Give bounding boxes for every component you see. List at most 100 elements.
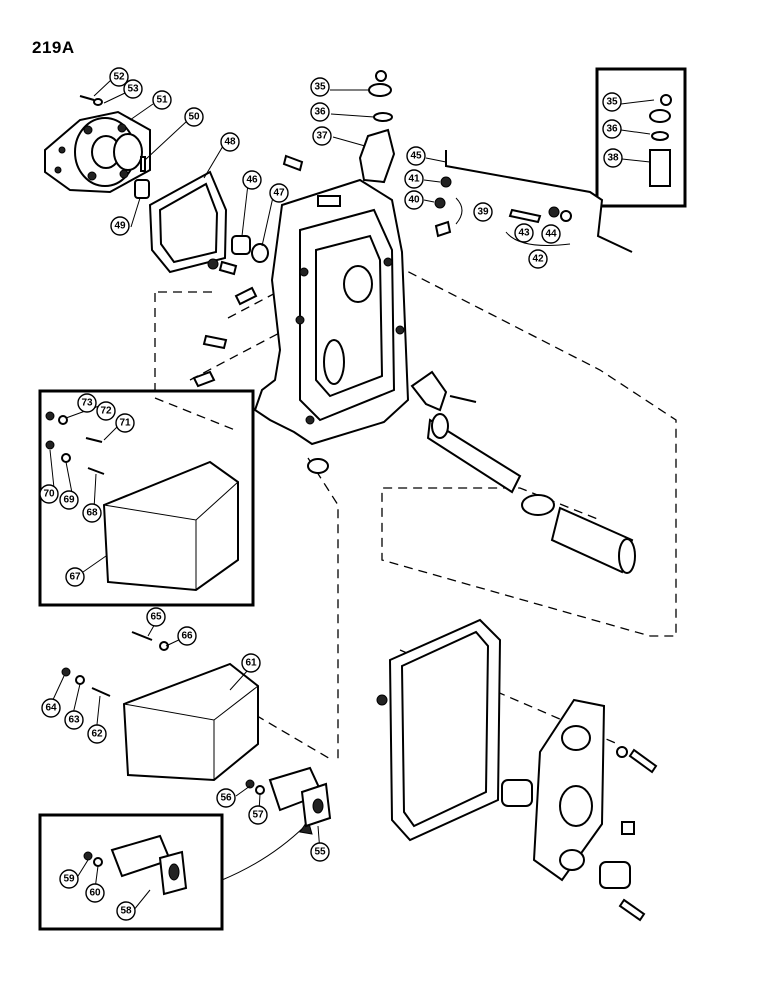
plug-part: [234, 286, 258, 306]
brace-42: [505, 231, 571, 246]
bushing-part: [231, 235, 251, 255]
inset-box-fill-cap: [595, 67, 687, 208]
callout-35-label: 35: [314, 82, 326, 93]
page-title: 219A: [32, 38, 75, 57]
oring-part: [251, 243, 269, 263]
nut-part: [376, 694, 388, 706]
callout-61: 61: [241, 653, 261, 673]
callout-52-label: 52: [113, 72, 125, 83]
callout-50: 50: [184, 107, 204, 127]
callout-43: 43: [514, 223, 534, 243]
callout-58-label: 58: [120, 906, 132, 917]
callout-69-label: 69: [63, 495, 75, 506]
callout-57: 57: [248, 805, 268, 825]
callout-42: 42: [528, 249, 548, 269]
callout-55-label: 55: [314, 847, 326, 858]
callout-38: 38: [603, 148, 623, 168]
callout-68-label: 68: [86, 508, 98, 519]
bolt-part: [282, 154, 304, 172]
nut-part: [245, 779, 255, 789]
callout-72: 72: [96, 401, 116, 421]
callout-40-label: 40: [408, 195, 420, 206]
cover-gasket-part: [388, 618, 502, 842]
bolt-part: [131, 631, 153, 641]
callout-59-label: 59: [63, 874, 75, 885]
bolt-part: [449, 395, 477, 403]
callout-53: 53: [123, 79, 143, 99]
bolt-part: [628, 748, 658, 774]
callout-63: 63: [64, 710, 84, 730]
callout-71-label: 71: [119, 418, 131, 429]
inset-leader-58: [221, 825, 306, 881]
callout-44-label: 44: [545, 229, 557, 240]
callout-37: 37: [312, 126, 332, 146]
callout-51-label: 51: [156, 95, 168, 106]
callout-59: 59: [59, 869, 79, 889]
callout-62: 62: [87, 724, 107, 744]
callout-35-inset-label: 35: [606, 97, 618, 108]
plug-cap-part: [307, 458, 329, 474]
callout-56: 56: [216, 788, 236, 808]
washer-part: [93, 857, 103, 867]
callout-52: 52: [109, 67, 129, 87]
pin-part: [140, 156, 146, 172]
nut-part: [207, 258, 219, 270]
callout-36-label: 36: [314, 107, 326, 118]
callout-57-label: 57: [252, 810, 264, 821]
callout-70-label: 70: [43, 489, 55, 500]
plug-part: [621, 821, 635, 835]
callout-40: 40: [404, 190, 424, 210]
pump-gasket-part: [148, 170, 228, 274]
callout-45-label: 45: [410, 151, 422, 162]
callout-41: 41: [404, 169, 424, 189]
end-cover-part: [532, 698, 606, 882]
callout-39-label: 39: [477, 207, 489, 218]
stud-part: [85, 437, 103, 443]
callout-73: 73: [77, 393, 97, 413]
callout-35: 35: [310, 77, 330, 97]
callout-36-inset-label: 36: [606, 124, 618, 135]
tube-part: [445, 150, 633, 253]
callout-64: 64: [41, 698, 61, 718]
stud-part: [87, 467, 105, 475]
stud-part: [218, 260, 238, 276]
callout-69: 69: [59, 490, 79, 510]
bolt-part: [618, 898, 646, 922]
nut-part: [45, 411, 55, 421]
bracket-alt-part: [110, 834, 188, 896]
callout-46: 46: [242, 170, 262, 190]
callout-61-label: 61: [245, 658, 257, 669]
clamp-part: [521, 494, 555, 516]
screw-part: [79, 95, 95, 101]
washer-part: [159, 641, 169, 651]
dashed-guide-right-frame: [381, 264, 677, 637]
callout-68: 68: [82, 503, 102, 523]
lever-shaft-part: [410, 370, 522, 494]
callout-44: 44: [541, 224, 561, 244]
callout-47: 47: [269, 183, 289, 203]
washer-part: [75, 675, 85, 685]
fill-cap-part: [358, 70, 396, 184]
callout-47-label: 47: [273, 188, 285, 199]
dashed-guide-plug: [189, 329, 286, 381]
callout-67-label: 67: [69, 572, 81, 583]
callout-38-label: 38: [607, 153, 619, 164]
callout-36-inset: 36: [602, 119, 622, 139]
filter-part: [550, 506, 636, 574]
callout-67: 67: [65, 567, 85, 587]
callout-49-label: 49: [114, 221, 126, 232]
stud-part: [91, 687, 111, 697]
callout-43-label: 43: [518, 228, 530, 239]
coupling-part: [134, 179, 150, 199]
callout-53-label: 53: [127, 84, 139, 95]
callout-62-label: 62: [91, 729, 103, 740]
callout-39: 39: [473, 202, 493, 222]
main-housing-part: [253, 178, 410, 446]
callout-66: 66: [177, 626, 197, 646]
callout-58: 58: [116, 901, 136, 921]
callout-48: 48: [220, 132, 240, 152]
washer-part: [58, 415, 68, 425]
bearing-part: [501, 779, 533, 807]
dashed-guide-left-lower: [307, 457, 339, 760]
bracket-part: [268, 766, 332, 828]
